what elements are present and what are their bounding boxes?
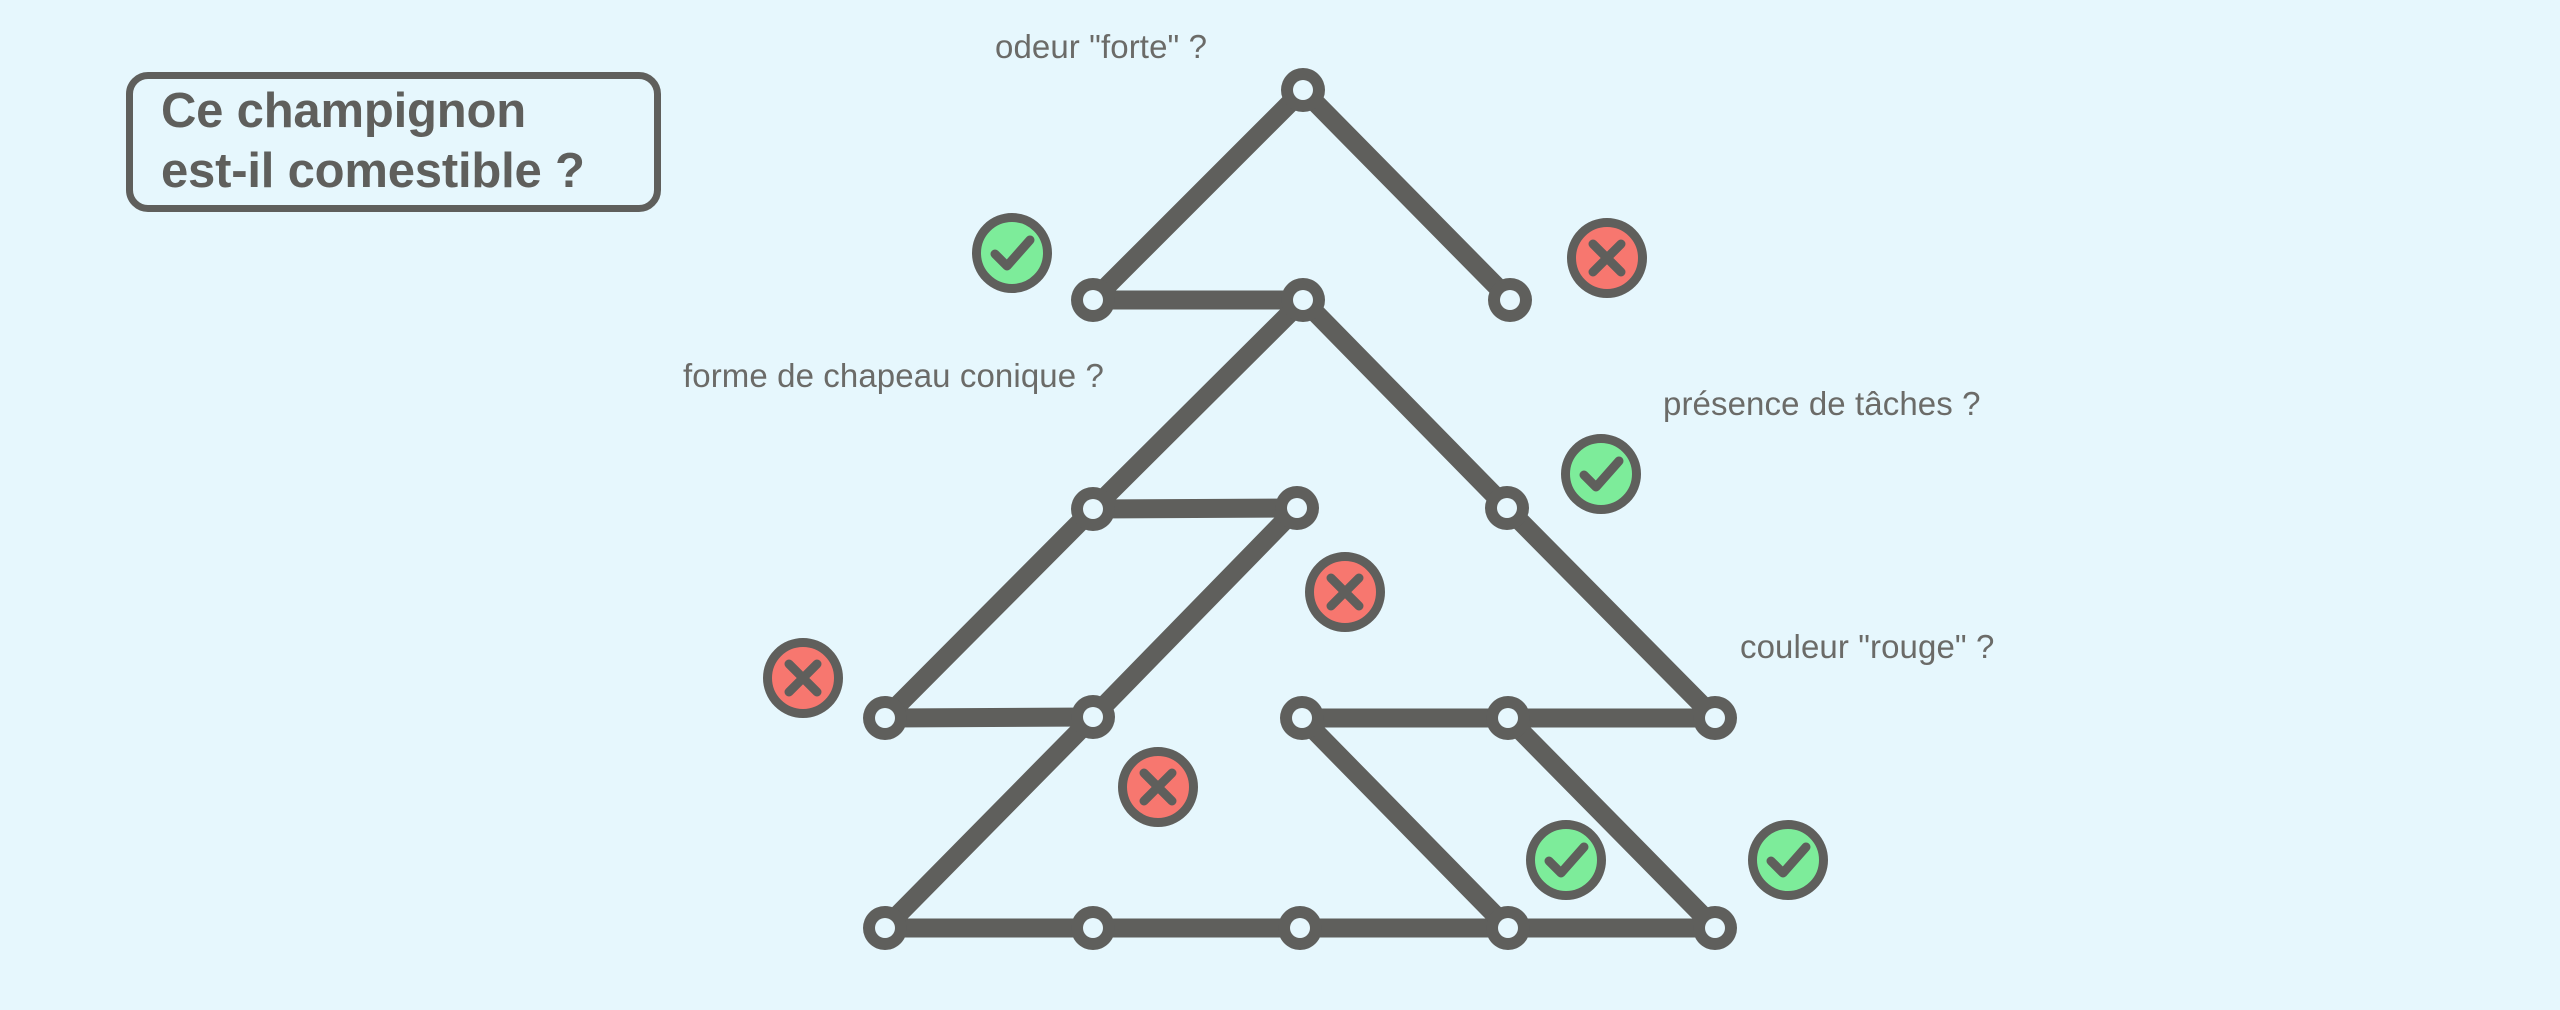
- check-icon[interactable]: [1748, 820, 1828, 900]
- tree-edge: [1083, 80, 1313, 310]
- tree-edge: [1497, 498, 1725, 728]
- node-hole: [1705, 918, 1725, 938]
- page-title: Ce champignon est-il comestible ?: [161, 84, 585, 198]
- badge-circle: [1748, 820, 1828, 900]
- cross-mark: [1588, 239, 1626, 277]
- tree-node[interactable]: [1281, 278, 1325, 322]
- badge-circle: [1526, 820, 1606, 900]
- node-hole: [1083, 707, 1103, 727]
- edges-group: [875, 80, 1725, 938]
- tree-edge: [875, 707, 1103, 728]
- question-label-odeur: odeur "forte" ?: [995, 28, 1208, 65]
- node-hole: [1498, 708, 1518, 728]
- question-label-taches: présence de tâches ?: [1663, 385, 1981, 422]
- node-hole: [1292, 708, 1312, 728]
- node-hole: [1497, 498, 1517, 518]
- tree-edge: [875, 707, 1103, 938]
- tree-node[interactable]: [863, 696, 907, 740]
- tree-node[interactable]: [1071, 695, 1115, 739]
- node-hole: [1290, 918, 1310, 938]
- check-mark: [1544, 842, 1589, 878]
- tree-node[interactable]: [1693, 696, 1737, 740]
- cross-mark: [1139, 768, 1177, 806]
- tree-node[interactable]: [1486, 906, 1530, 950]
- tree-edge: [1293, 80, 1520, 310]
- node-hole: [1498, 918, 1518, 938]
- cross-mark: [1326, 573, 1364, 611]
- check-mark: [1579, 456, 1624, 492]
- tree-node[interactable]: [1071, 278, 1115, 322]
- node-hole: [1705, 708, 1725, 728]
- tree-edge: [1083, 290, 1313, 519]
- cross-mark: [784, 659, 822, 697]
- tree-edge: [1293, 290, 1517, 518]
- badges-group: [763, 213, 1828, 900]
- check-mark: [1766, 842, 1811, 878]
- node-hole: [1500, 290, 1520, 310]
- tree-node[interactable]: [1486, 696, 1530, 740]
- check-icon[interactable]: [972, 213, 1052, 293]
- tree-node[interactable]: [1485, 486, 1529, 530]
- question-label-couleur: couleur "rouge" ?: [1740, 628, 1995, 665]
- question-label-chapeau: forme de chapeau conique ?: [683, 357, 1104, 394]
- cross-icon[interactable]: [1118, 747, 1198, 827]
- tree-node[interactable]: [1693, 906, 1737, 950]
- tree-node[interactable]: [863, 906, 907, 950]
- tree-node[interactable]: [1281, 68, 1325, 112]
- cross-icon[interactable]: [1305, 552, 1385, 632]
- node-hole: [1293, 290, 1313, 310]
- check-icon[interactable]: [1526, 820, 1606, 900]
- tree-edge: [1292, 708, 1518, 938]
- tree-node[interactable]: [1278, 906, 1322, 950]
- node-hole: [1083, 499, 1103, 519]
- cross-icon[interactable]: [1567, 218, 1647, 298]
- badge-circle: [972, 213, 1052, 293]
- node-hole: [1287, 498, 1307, 518]
- node-hole: [1083, 290, 1103, 310]
- tree-edge: [1083, 498, 1307, 727]
- tree-node[interactable]: [1071, 906, 1115, 950]
- node-hole: [1293, 80, 1313, 100]
- nodes-group: [863, 68, 1737, 950]
- node-hole: [1083, 918, 1103, 938]
- node-hole: [875, 918, 895, 938]
- check-icon[interactable]: [1561, 434, 1641, 514]
- tree-edge: [1498, 708, 1725, 938]
- cross-icon[interactable]: [763, 638, 843, 718]
- badge-circle: [1561, 434, 1641, 514]
- tree-node[interactable]: [1488, 278, 1532, 322]
- tree-edge: [1083, 498, 1307, 519]
- check-mark: [990, 235, 1035, 271]
- tree-node[interactable]: [1275, 486, 1319, 530]
- tree-node[interactable]: [1280, 696, 1324, 740]
- title-box: Ce champignon est-il comestible ?: [126, 72, 661, 212]
- tree-edge: [875, 499, 1103, 728]
- node-hole: [875, 708, 895, 728]
- tree-node[interactable]: [1071, 487, 1115, 531]
